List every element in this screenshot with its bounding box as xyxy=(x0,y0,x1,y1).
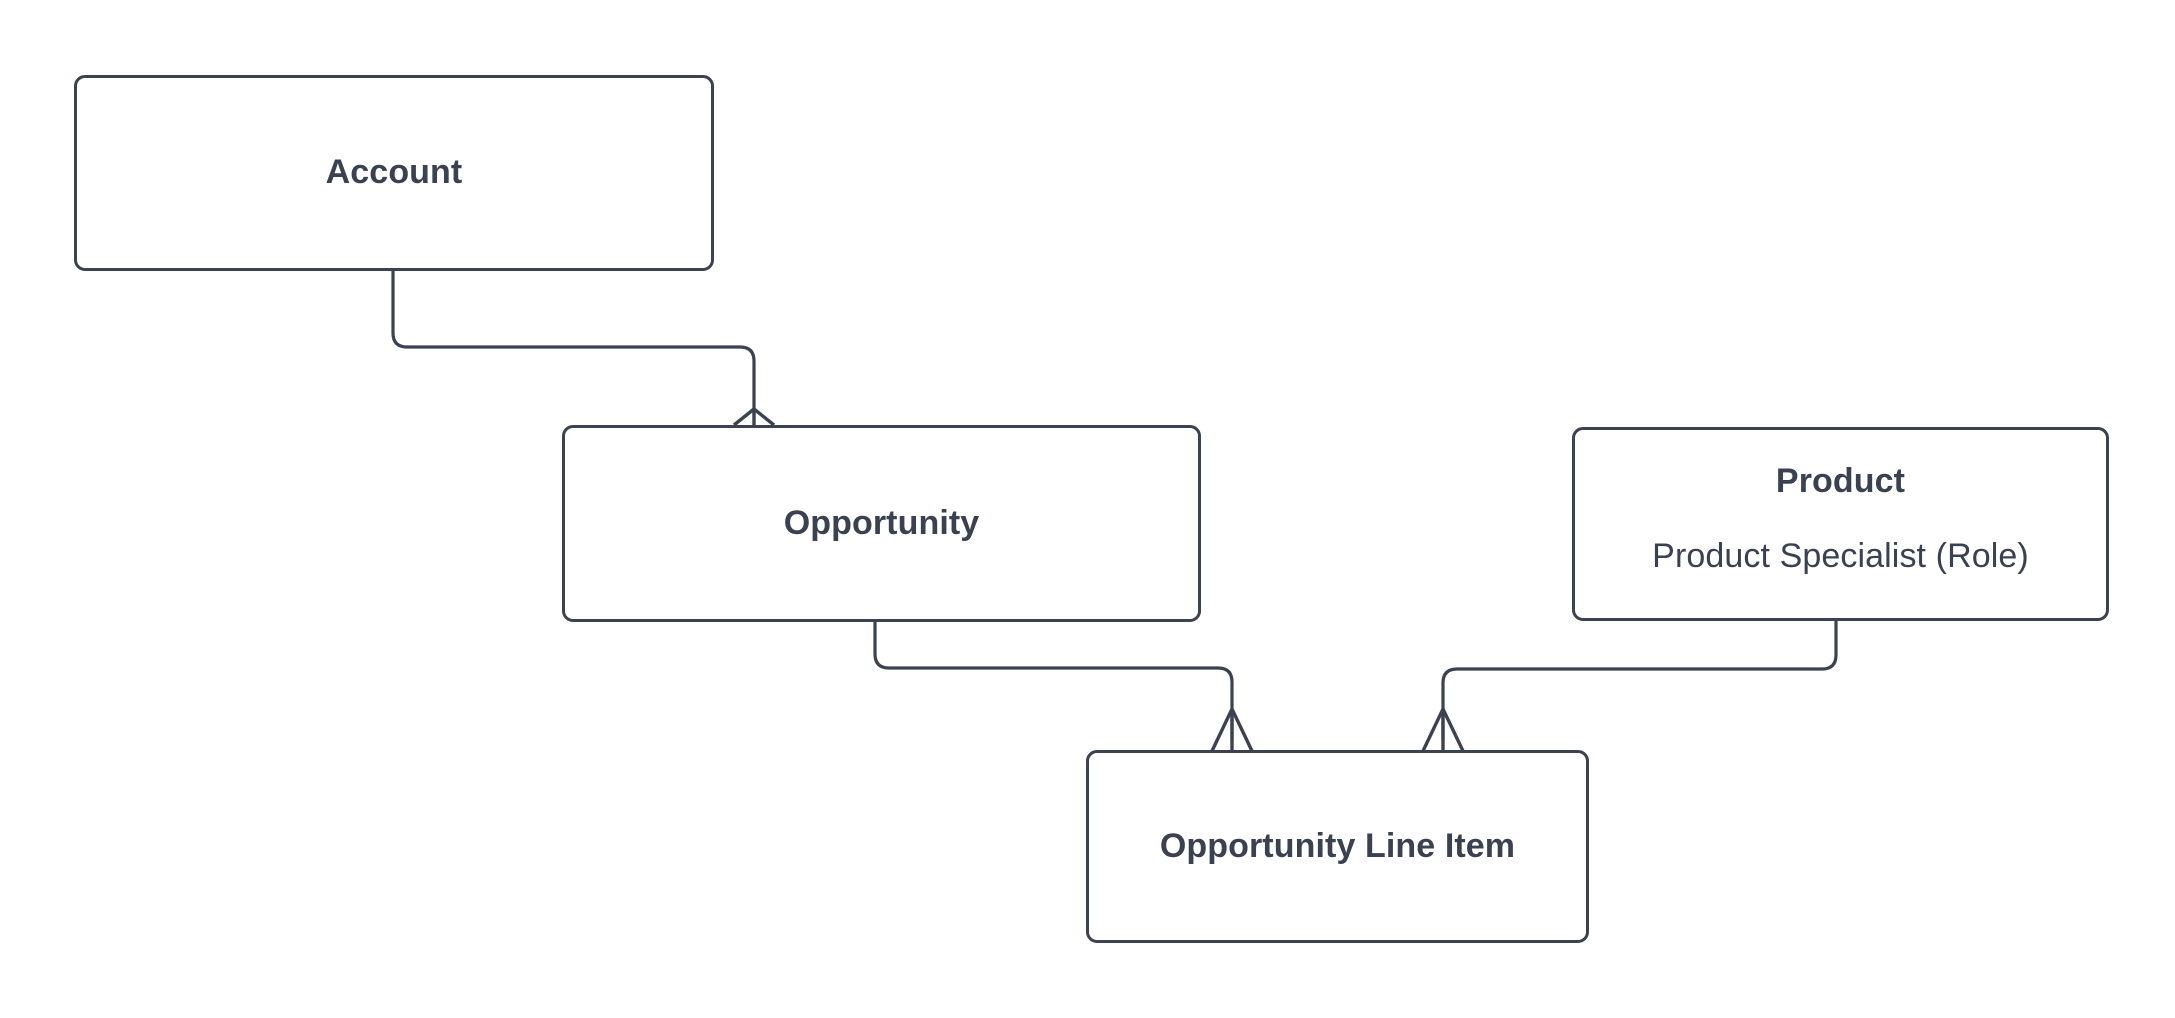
entity-subtitle: Product Specialist (Role) xyxy=(1652,537,2029,576)
edge-path xyxy=(1441,621,1838,740)
entity-node-opportunity[interactable]: Opportunity xyxy=(562,425,1201,622)
entity-node-account[interactable]: Account xyxy=(74,75,714,271)
edge-path xyxy=(391,271,756,415)
entity-node-product[interactable]: Product Product Specialist (Role) xyxy=(1572,427,2109,621)
edge-opportunity-to-line-item xyxy=(873,622,1254,752)
entity-node-opportunity-line-item[interactable]: Opportunity Line Item xyxy=(1086,750,1589,943)
entity-title: Account xyxy=(325,153,463,192)
entity-title: Product xyxy=(1775,462,1906,500)
edge-path xyxy=(873,622,1234,740)
edge-account-to-opportunity xyxy=(391,271,776,427)
edge-product-to-line-item xyxy=(1421,621,1838,752)
crows-foot-icon xyxy=(732,407,776,427)
crows-foot-icon xyxy=(1421,708,1465,752)
entity-title: Opportunity xyxy=(783,503,980,542)
entity-title: Opportunity Line Item xyxy=(1159,826,1516,865)
crows-foot-icon xyxy=(1210,708,1254,752)
